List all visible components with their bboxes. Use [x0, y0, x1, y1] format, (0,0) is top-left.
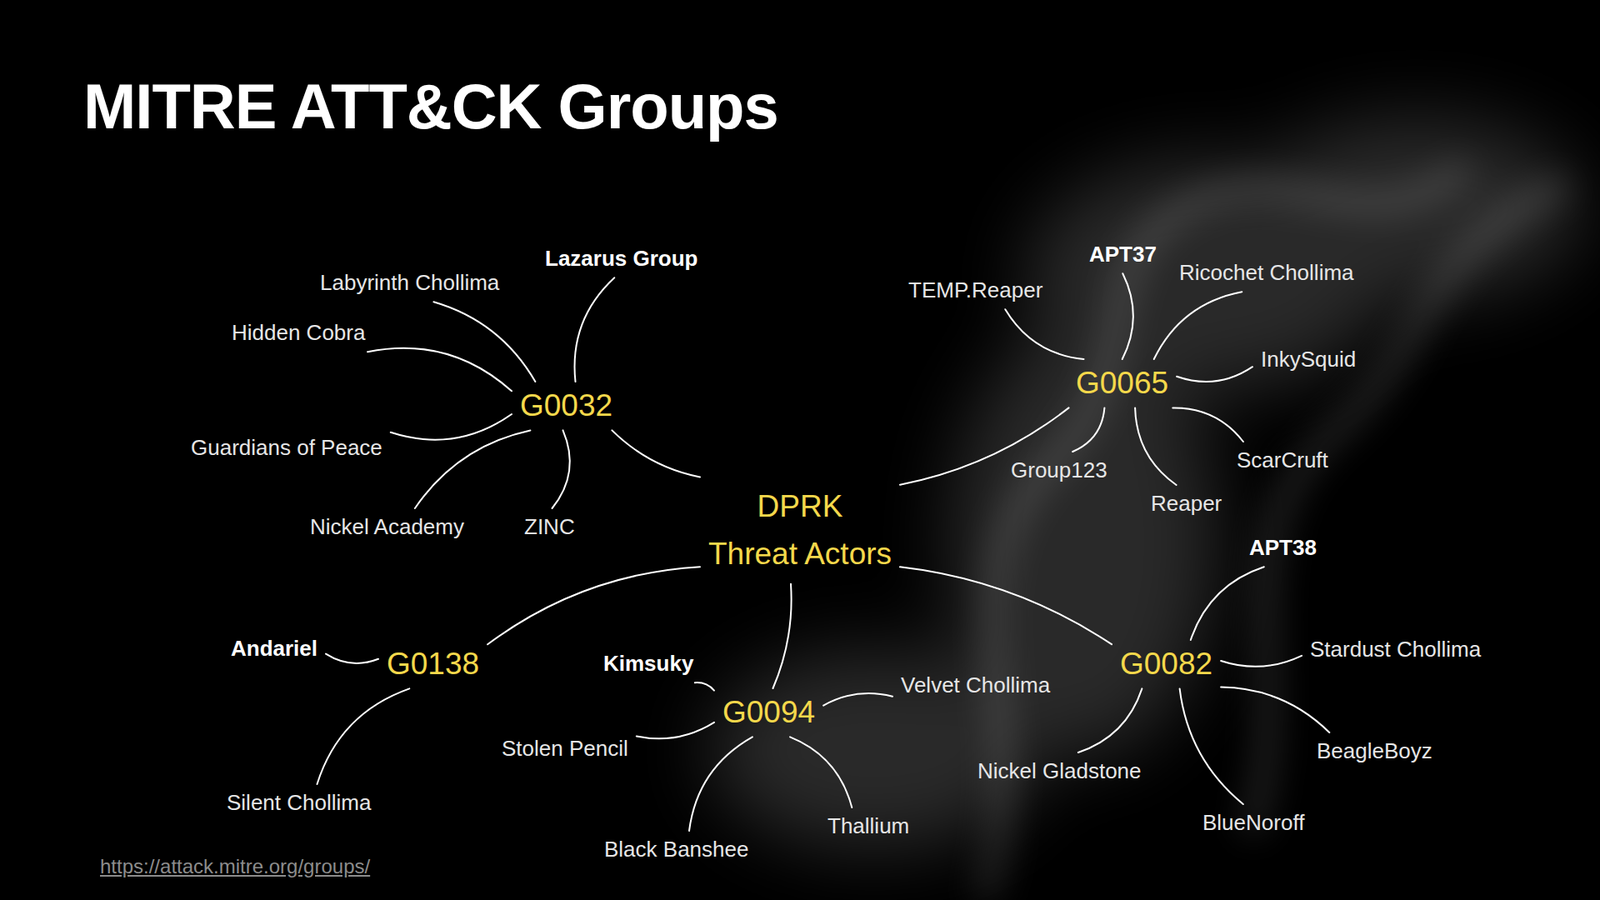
center-topic: DPRK Threat Actors [708, 482, 892, 579]
alias-name: Group123 [1010, 457, 1108, 484]
alias-name: Nickel Gladstone [977, 758, 1142, 785]
alias-name-node: ScarCruft [1231, 445, 1334, 476]
group-id: G0065 [1075, 365, 1169, 402]
connector-curve [1220, 655, 1302, 667]
group-id-node: G0065 [1070, 362, 1174, 405]
alias-name: BeagleBoyz [1316, 738, 1433, 765]
alias-name: Labyrinth Chollima [320, 270, 500, 296]
connector-curve [552, 430, 570, 509]
alias-name-node: BeagleBoyz [1311, 735, 1438, 767]
alias-name-node: InkySquid [1255, 344, 1361, 375]
alias-name-node: Black Banshee [599, 834, 754, 865]
alias-name-node: Nickel Academy [305, 511, 470, 543]
alias-name-node: Stardust Chollima [1305, 634, 1486, 665]
alias-name: ZINC [524, 514, 575, 540]
alias-name-node: Reaper [1145, 488, 1227, 520]
connector-curve [1190, 566, 1265, 640]
connector-curve [1072, 407, 1105, 452]
alias-name-node: Group123 [1005, 455, 1113, 486]
alias-name-node: Silent Chollima [221, 787, 376, 819]
alias-name-node: Guardians of Peace [185, 432, 388, 464]
connector-curve [1154, 291, 1243, 360]
smoke-wisp [983, 166, 1567, 900]
connector-curve [900, 566, 1112, 645]
connector-curve [1078, 688, 1143, 753]
group-id: G0032 [520, 387, 613, 425]
connector-curve [823, 693, 893, 706]
connector-curve [415, 430, 531, 509]
connector-curve [317, 688, 410, 785]
alias-name: InkySquid [1260, 346, 1356, 373]
group-id-node: G0032 [515, 385, 618, 427]
group-id-node: G0094 [717, 691, 820, 734]
source-url: https://attack.mitre.org/groups/ [100, 855, 370, 879]
alias-name: Ricochet Chollima [1179, 260, 1355, 286]
alias-name: Nickel Academy [310, 514, 465, 540]
center-topic-node: DPRK Threat Actors [703, 480, 897, 581]
alias-name-node: TEMP.Reaper [903, 275, 1048, 306]
connector-curve [689, 736, 753, 831]
alias-name: Silent Chollima [226, 790, 371, 816]
alias-name: Black Banshee [604, 836, 749, 863]
connector-curve [575, 277, 615, 382]
alias-name: Guardians of Peace [190, 435, 383, 461]
alias-name-node: Nickel Gladstone [972, 755, 1147, 787]
alias-primary: Lazarus Group [545, 245, 698, 272]
alias-primary-node: Lazarus Group [540, 243, 703, 275]
alias-name-node: ZINC [519, 511, 580, 543]
alias-primary-node: Andariel [225, 633, 323, 665]
alias-name: Stardust Chollima [1310, 636, 1481, 663]
alias-name: TEMP.Reaper [908, 277, 1043, 304]
alias-name: Thallium [827, 813, 910, 840]
connector-curve [1180, 688, 1244, 805]
connector-curve [790, 736, 852, 808]
connector-curve [695, 682, 715, 691]
alias-name: Hidden Cobra [231, 320, 365, 346]
connector-curve [487, 566, 700, 645]
connector-curve [1122, 273, 1134, 360]
alias-primary: APT37 [1089, 241, 1157, 268]
connector-curve [1176, 366, 1253, 382]
connector-curve [325, 654, 379, 664]
topic-line: DPRK [708, 482, 892, 530]
group-id: G0138 [386, 645, 480, 683]
connector-curve [390, 414, 512, 440]
alias-primary-node: APT38 [1244, 532, 1322, 564]
alias-name: Reaper [1150, 490, 1222, 517]
alias-primary-node: Kimsuky [598, 648, 699, 680]
alias-name-node: Labyrinth Chollima [315, 267, 505, 299]
alias-name: ScarCruft [1236, 447, 1329, 474]
connector-curve [636, 722, 715, 739]
connector-curve [367, 348, 512, 392]
alias-name: Stolen Pencil [501, 735, 629, 762]
alias-primary: APT38 [1249, 535, 1317, 561]
connector-curve [773, 584, 792, 689]
group-id: G0082 [1120, 645, 1213, 683]
group-id: G0094 [722, 694, 815, 731]
alias-name-node: Stolen Pencil [496, 733, 634, 765]
topic-line: Threat Actors [708, 530, 892, 578]
group-id-node: G0138 [381, 643, 485, 685]
connector-curve [1172, 407, 1244, 442]
group-id-node: G0082 [1115, 643, 1218, 685]
alias-name-node: Hidden Cobra [226, 317, 370, 349]
alias-primary: Kimsuky [603, 650, 694, 677]
alias-name-node: BlueNoroff [1197, 807, 1310, 839]
slide-title: MITRE ATT&CK Groups [83, 70, 779, 143]
alias-name-node: Thallium [822, 810, 915, 842]
connector-curve [433, 301, 535, 382]
alias-primary: Andariel [230, 635, 318, 662]
alias-name: Velvet Chollima [900, 672, 1050, 699]
connector-curve [611, 430, 700, 477]
alias-name: BlueNoroff [1202, 810, 1305, 836]
alias-name-node: Velvet Chollima [895, 670, 1055, 701]
connector-curve [1135, 407, 1177, 485]
alias-name-node: Ricochet Chollima [1174, 257, 1360, 289]
alias-primary-node: APT37 [1084, 239, 1162, 270]
connector-curve [1005, 309, 1084, 360]
connector-curve [1220, 687, 1330, 733]
